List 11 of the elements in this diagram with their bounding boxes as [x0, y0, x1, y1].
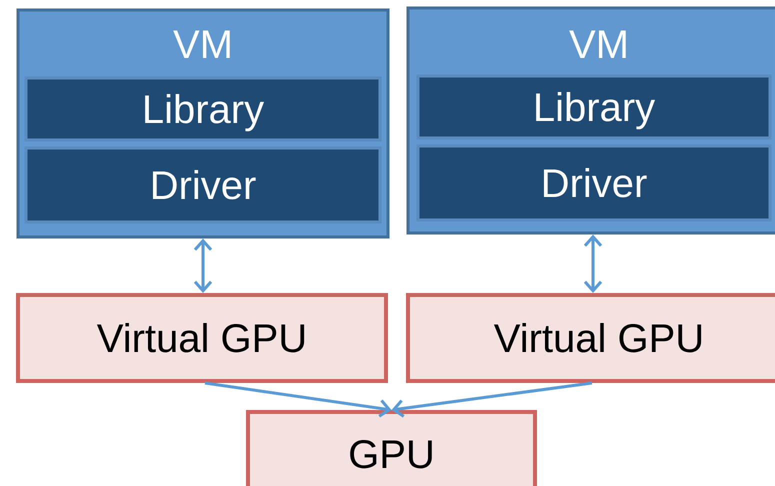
gpu-box: Virtual GPU: [406, 293, 775, 383]
layer-box: Library: [416, 74, 772, 140]
gpu-box: GPU: [246, 410, 537, 486]
layer-box: Driver: [416, 144, 772, 222]
arrow: [584, 234, 602, 293]
arrow: [204, 382, 392, 418]
layer-box: Driver: [24, 146, 382, 224]
arrow: [392, 382, 592, 418]
layer-box: Library: [24, 76, 382, 142]
gpu-box: Virtual GPU: [16, 293, 388, 383]
arrow: [194, 238, 212, 293]
